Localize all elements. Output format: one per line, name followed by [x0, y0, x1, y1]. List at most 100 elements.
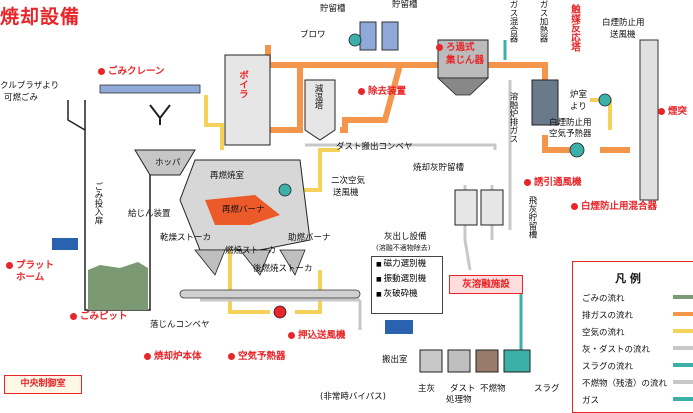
control-room-button[interactable]: 中央制御室: [4, 375, 82, 394]
waste-pile: [88, 262, 148, 310]
legend-swatch: [673, 397, 693, 401]
label-dust-conveyor: ダスト搬出コンベヤ: [336, 142, 413, 152]
boiler-body: [224, 54, 271, 146]
forced-draft-fan: [273, 305, 287, 319]
induced-draft-fan: [569, 142, 585, 158]
label-dust-treat-1: ダスト: [450, 384, 476, 394]
slag-line: [503, 40, 523, 350]
output-bunkers: [419, 349, 531, 373]
callout-platform-2: ホーム: [16, 272, 45, 283]
legend-swatch: [673, 312, 693, 316]
label-dry-stoker: 乾燥ストーカ: [160, 233, 212, 243]
callout-mixer: 白煙防止用混合器: [571, 201, 657, 212]
label-slag: スラグ: [534, 384, 560, 394]
callout-furnace: 焼却炉本体: [144, 351, 202, 362]
legend-item: ごみの流れ: [582, 294, 625, 304]
separator-item: 磁力選別機: [372, 257, 442, 272]
label-bulky-1: クルプラザより: [0, 81, 60, 91]
label-feed-door: ごみ投入扉: [93, 182, 103, 225]
label-out-equip: 灰出し設備: [384, 232, 427, 242]
legend: 凡 例 ごみの流れ排ガスの流れ空気の流れ灰・ダストの流れスラグの流れ不燃物（残渣…: [572, 261, 693, 413]
label-out-equip-sub: (溶融不適物除去): [376, 244, 431, 252]
label-reburn-room: 再燃焼室: [210, 171, 245, 181]
label-out-room: 搬出室: [382, 355, 408, 365]
legend-item: 灰・ダストの流れ: [582, 345, 651, 355]
label-tank-1: 貯留槽: [320, 4, 346, 14]
callout-platform-1: プラット: [6, 260, 54, 271]
label-tank-2: 貯留槽: [392, 0, 418, 10]
blower-fan: [348, 33, 362, 47]
label-secondary-fan-1: 二次空気: [331, 176, 366, 186]
legend-item: スラグの流れ: [582, 362, 634, 372]
label-gas-mixer: ガス混合器: [508, 0, 518, 43]
control-room-label: 中央制御室: [20, 379, 66, 389]
legend-swatch: [673, 346, 693, 350]
ash-storage-tank: [454, 189, 478, 226]
legend-swatch: [673, 329, 693, 333]
label-main-ash: 主灰: [418, 384, 436, 394]
callout-stack: 煙突: [658, 106, 687, 117]
legend-item: 排ガスの流れ: [582, 311, 634, 321]
legend-swatch: [673, 380, 693, 384]
white-smoke-fan: [598, 93, 612, 107]
label-ash-tank: 焼却灰貯留槽: [413, 163, 465, 173]
drop-conveyor: [179, 289, 361, 299]
melting-label: 灰溶融施設: [462, 279, 510, 290]
callout-crane: ごみクレーン: [98, 66, 165, 77]
legend-item: 不燃物（残渣）の流れ: [582, 379, 668, 389]
label-melt-exhaust: 溶融炉排ガス: [508, 92, 518, 143]
stack: [639, 39, 659, 201]
legend-title: 凡 例: [615, 272, 641, 285]
crane-rail: [99, 84, 201, 94]
callout-boiler: ボイラ: [237, 70, 248, 99]
label-post-stoker: 後燃焼ストーカ: [253, 264, 313, 274]
catalyst-tower: [531, 79, 559, 126]
label-reburn-burner: 再燃バーナ: [222, 205, 265, 215]
label-white-fan-1: 白煙防止用: [602, 18, 645, 28]
separator-item: 灰破砕機: [372, 287, 442, 302]
label-white-heater-1: 白煙防止用: [549, 118, 592, 128]
callout-airheater: 空気予熱器: [228, 351, 286, 362]
label-cooling: 減温塔: [313, 84, 323, 110]
legend-item: 空気の流れ: [582, 328, 625, 338]
bag-filter-hopper: [436, 77, 490, 96]
label-dust-treat-2: 処理物: [446, 395, 472, 405]
label-hopper: ホッパ: [155, 158, 181, 168]
label-white-heater-2: 空気予熱器: [549, 129, 592, 139]
label-bypass: (非常時バイパス): [320, 392, 386, 402]
ash-hoppers: [194, 249, 306, 276]
callout-fdfan: 押込送風機: [288, 330, 346, 341]
page-title: 焼却設備: [0, 6, 81, 28]
label-feeder: 給じん装置: [128, 209, 171, 219]
callout-bagfilter-1: ろ過式: [436, 42, 475, 53]
combustion-flame: [205, 195, 280, 225]
label-secondary-fan-2: 送風機: [333, 188, 359, 198]
label-bulky-2: 可燃ごみ: [4, 93, 39, 103]
label-blower: ブロワ: [300, 30, 326, 40]
label-furnace-room-2: より: [570, 102, 587, 112]
legend-swatch: [673, 295, 693, 299]
label-fly-ash: 飛灰貯留槽: [527, 196, 537, 239]
callout-idfan: 誘引通風機: [524, 177, 582, 188]
separator-item: 振動選別機: [372, 272, 442, 287]
label-furnace-room-1: 炉室: [570, 90, 588, 100]
storage-tank-1: [359, 21, 377, 51]
callout-bagfilter-2: 集じん器: [446, 55, 485, 66]
separator-list: 磁力選別機 振動選別機 灰破砕機: [371, 256, 443, 314]
legend-item: ガス: [582, 396, 600, 406]
secondary-air-fan: [278, 183, 292, 197]
crane-hook: [149, 104, 171, 125]
callout-melting: 灰溶融施設: [449, 275, 523, 294]
callout-pit: ごみピット: [70, 311, 128, 322]
label-drop-conveyor: 落じんコンベヤ: [150, 320, 210, 330]
label-incombustible: 不燃物: [480, 384, 506, 394]
label-white-fan-2: 送風機: [610, 30, 636, 40]
hopper: [134, 149, 196, 176]
label-burner: 助燃バーナ: [288, 233, 331, 243]
callout-catalyst: 触媒反応塔: [569, 4, 580, 52]
fly-ash-tank: [480, 189, 504, 226]
truck-icon: [52, 238, 78, 250]
label-combust-stoker: 燃焼ストーカ: [225, 246, 277, 256]
label-gas-heater: ガス加熱器: [538, 0, 548, 43]
